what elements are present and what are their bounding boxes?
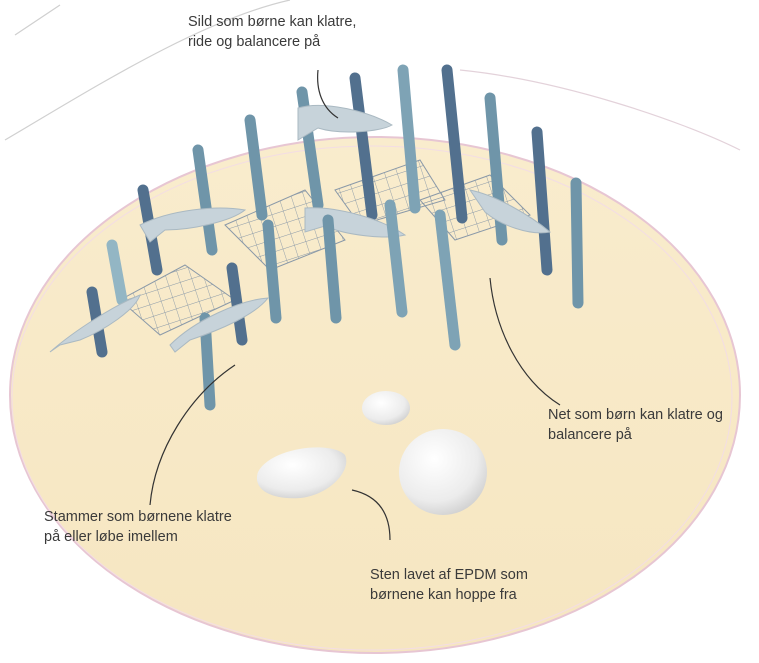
trunk-pole [576, 183, 578, 303]
epdm-stone [362, 391, 410, 425]
label-trunks-line1: Stammer som børnene klatre [44, 507, 232, 527]
background-path-line [460, 70, 740, 150]
label-trunks: Stammer som børnene klatre på eller løbe… [44, 507, 232, 547]
epdm-stone [399, 429, 487, 515]
background-path-line [15, 5, 60, 35]
label-net-line2: balancere på [548, 425, 723, 445]
label-trunks-line2: på eller løbe imellem [44, 527, 232, 547]
label-stones-line2: børnene kan hoppe fra [370, 585, 528, 605]
label-herring: Sild som børne kan klatre, ride og balan… [188, 12, 356, 52]
label-stones-line1: Sten lavet af EPDM som [370, 565, 528, 585]
label-net: Net som børn kan klatre og balancere på [548, 405, 723, 445]
label-stones: Sten lavet af EPDM som børnene kan hoppe… [370, 565, 528, 605]
label-herring-line2: ride og balancere på [188, 32, 356, 52]
label-herring-line1: Sild som børne kan klatre, [188, 12, 356, 32]
label-net-line1: Net som børn kan klatre og [548, 405, 723, 425]
